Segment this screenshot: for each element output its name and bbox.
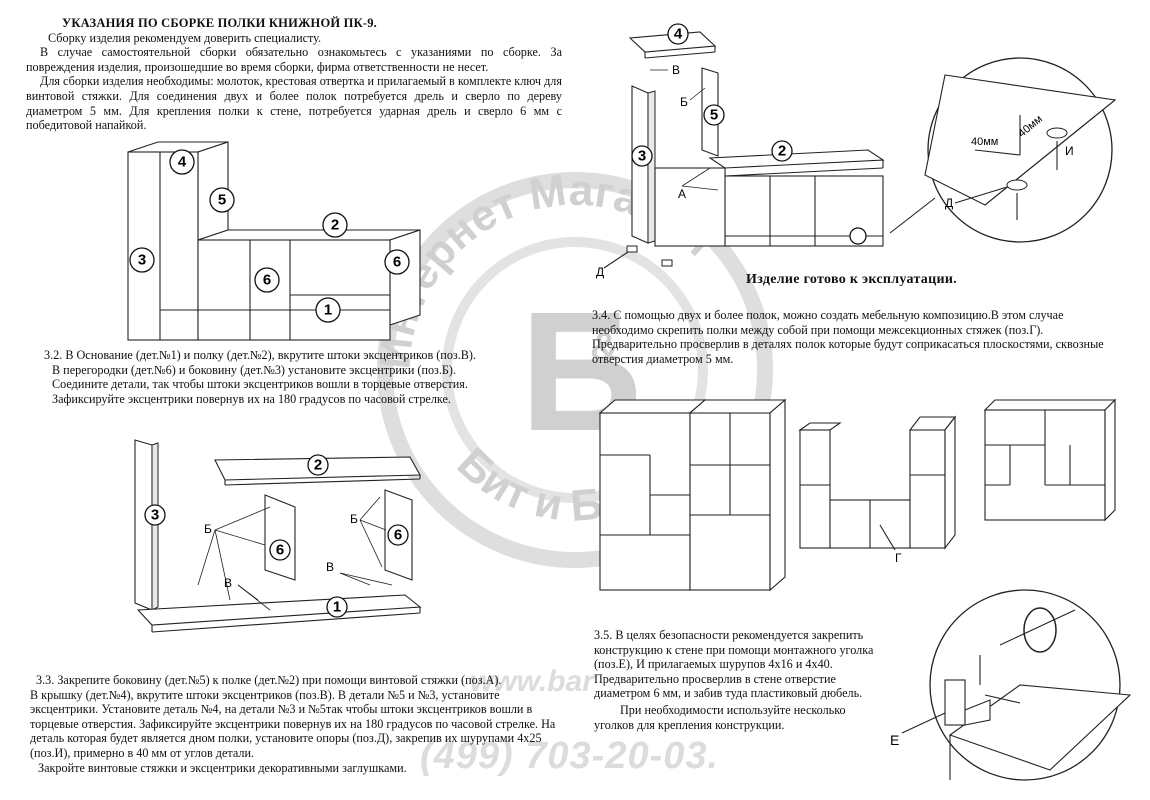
figure-top-exploded: 4 3 5 2 В Б А Д xyxy=(596,23,936,279)
fig2-label-b1: Б xyxy=(204,522,212,536)
fig2-part-1: 1 xyxy=(333,599,341,616)
composition-1 xyxy=(598,398,787,592)
step-3-5: 3.5. В целях безопасности рекомендуется … xyxy=(594,628,884,732)
ready-title: Изделие готово к эксплуатации. xyxy=(746,272,957,287)
part-6a: 6 xyxy=(263,272,271,289)
intro-line-2: В случае самостоятельной сборки обязател… xyxy=(26,45,562,74)
step-3-5-note: При необходимости используйте несколько … xyxy=(594,702,846,732)
step-3-3: 3.3. Закрепите боковину (дет.№5) к полке… xyxy=(30,673,560,775)
fig3-label-a: А xyxy=(678,187,686,201)
figure-leg-detail: 40мм 40мм Д И xyxy=(924,57,1117,243)
composition-3 xyxy=(983,398,1117,522)
fig3-part-4: 4 xyxy=(674,26,683,43)
dim-40mm-a: 40мм xyxy=(971,136,998,148)
fig2-part-2: 2 xyxy=(314,457,322,474)
step-3-3-line-1: 3.3. Закрепите боковину (дет.№5) к полке… xyxy=(36,673,502,687)
intro-line-3: Для сборки изделия необходимы: молоток, … xyxy=(26,74,562,133)
fig2-part-6a: 6 xyxy=(276,542,284,559)
watermark-phone: (499) 703-20-03. xyxy=(420,735,720,777)
fig3-label-b: Б xyxy=(680,95,688,109)
step-3-4: 3.4. С помощью двух и более полок, можно… xyxy=(592,308,1122,366)
fig2-label-v2: В xyxy=(326,560,334,574)
step-3-5-text: 3.5. В целях безопасности рекомендуется … xyxy=(594,628,874,701)
fig2-label-v1: В xyxy=(224,576,232,590)
intro-block: УКАЗАНИЯ ПО СБОРКЕ ПОЛКИ КНИЖНОЙ ПК-9. С… xyxy=(26,16,562,133)
part-2: 2 xyxy=(331,217,339,234)
page-title: УКАЗАНИЯ ПО СБОРКЕ ПОЛКИ КНИЖНОЙ ПК-9. xyxy=(62,16,377,30)
figure-base-exploded: 2 3 6 6 1 Б Б В В xyxy=(134,439,422,633)
step-3-4-text: 3.4. С помощью двух и более полок, можно… xyxy=(592,308,1104,366)
fig3-label-d: Д xyxy=(596,265,604,279)
fig3-label-v: В xyxy=(672,63,680,77)
figure-assembled-shelf: 4 5 2 3 6 6 1 xyxy=(127,141,421,341)
step-3-3-line-3: Закройте винтовые стяжки и эксцентрики д… xyxy=(38,760,407,775)
fig3-part-2: 2 xyxy=(778,143,786,160)
detail-label-d: Д xyxy=(945,196,953,210)
part-6b: 6 xyxy=(393,254,401,271)
composition-2: Г xyxy=(798,415,957,565)
fig2-label-b2: Б xyxy=(350,512,358,526)
step-3-2-line-1: 3.2. В Основание (дет.№1) и полку (дет.№… xyxy=(44,348,477,362)
fig2-part-3: 3 xyxy=(151,507,159,524)
part-4: 4 xyxy=(178,154,187,171)
watermark-amp: & xyxy=(590,325,619,369)
intro-line-1: Сборку изделия рекомендуем доверить спец… xyxy=(48,30,322,45)
bracket-label-e: Е xyxy=(890,732,899,748)
fig2-part-6b: 6 xyxy=(394,527,402,544)
step-3-2-line-4: Зафиксируйте эксцентрики повернув их на … xyxy=(52,391,451,406)
fig3-part-3: 3 xyxy=(638,148,646,165)
step-3-2: 3.2. В Основание (дет.№1) и полку (дет.№… xyxy=(44,348,544,406)
composition-label-g: Г xyxy=(895,551,902,565)
part-5: 5 xyxy=(218,192,226,209)
part-3: 3 xyxy=(138,252,146,269)
step-3-3-line-2: В крышку (дет.№4), вкрутите штоки эксцен… xyxy=(30,687,556,760)
watermark-site: www.bar xyxy=(470,665,594,698)
fig3-part-5: 5 xyxy=(710,107,718,124)
step-3-2-line-3: Соедините детали, так чтобы штоки эксцен… xyxy=(52,377,468,392)
figure-wall-bracket: Е xyxy=(890,589,1132,781)
part-1: 1 xyxy=(324,302,332,319)
detail-label-i: И xyxy=(1065,144,1074,158)
step-3-2-line-2: В перегородки (дет.№6) и боковину (дет.№… xyxy=(52,362,457,377)
figure-compositions: Г xyxy=(598,398,1117,592)
